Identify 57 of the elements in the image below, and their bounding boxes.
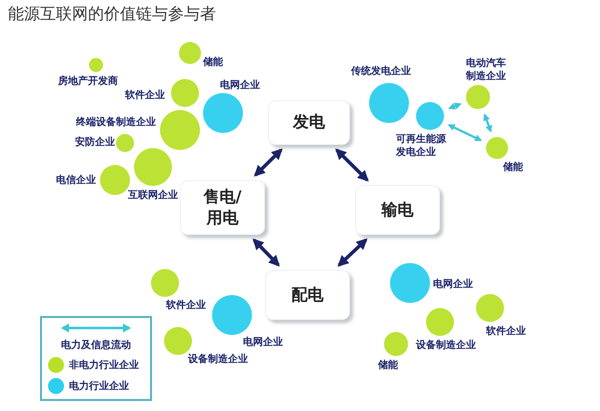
company-label: 软件企业 (486, 326, 526, 338)
company-circle (476, 294, 504, 322)
company-circle (151, 269, 179, 297)
company-circle (160, 110, 200, 150)
company-circle (486, 137, 508, 159)
company-label: 储能 (503, 162, 523, 174)
company-circle (164, 327, 192, 355)
company-label: 软件企业 (166, 300, 206, 312)
company-label: 电网企业 (220, 80, 260, 92)
company-label: 储能 (378, 360, 398, 372)
company-label: 设备制造企业 (416, 340, 476, 352)
stage-box (265, 270, 350, 320)
stage-box (268, 100, 350, 145)
company-label: 电网企业 (243, 337, 283, 350)
double-arrow (448, 124, 482, 142)
company-label: 终端设备制造企业 (76, 117, 156, 130)
stage-label: 输电 (382, 200, 414, 220)
company-label: 传统发电企业 (351, 66, 411, 78)
stage-box (180, 180, 265, 235)
company-circle (100, 165, 130, 195)
double-arrow (448, 102, 462, 110)
legend-label: 电力及信息流动 (61, 338, 131, 352)
company-circle (134, 148, 172, 186)
double-arrow (337, 238, 368, 267)
company-circle (390, 263, 430, 303)
stage-box (355, 185, 440, 235)
company-label: 设备制造企业 (188, 354, 248, 366)
company-circle (369, 83, 409, 123)
diagram-title: 能源互联网的价值链与参与者 (8, 4, 216, 25)
company-label: 电信企业 (56, 175, 96, 188)
company-label: 互联网企业 (128, 190, 178, 202)
company-circle (212, 295, 252, 335)
company-label: 电动汽车制造企业 (466, 58, 507, 83)
stage-label: 发电 (293, 112, 325, 133)
company-circle (426, 308, 454, 336)
company-circle (116, 134, 134, 152)
stage-label: 售电/用电 (202, 186, 242, 228)
company-label: 房地产开发商 (58, 76, 118, 88)
double-arrow (252, 238, 280, 267)
company-circle (203, 93, 243, 133)
company-label: 可再生能源发电企业 (396, 134, 447, 159)
company-circle (466, 85, 490, 109)
double-arrow (335, 148, 369, 182)
double-arrow (254, 148, 283, 177)
company-circle (171, 79, 199, 107)
company-label: 储能 (203, 57, 223, 70)
company-circle (89, 58, 103, 72)
legend-label: 电力行业企业 (69, 380, 129, 393)
company-label: 软件企业 (125, 90, 165, 102)
company-label: 电网企业 (433, 279, 473, 292)
double-arrow (483, 113, 492, 132)
company-label: 安防企业 (75, 137, 115, 150)
legend-label: 非电力行业企业 (69, 358, 139, 372)
company-circle (384, 332, 408, 356)
stage-label: 配电 (292, 284, 324, 306)
company-circle (179, 42, 201, 64)
company-circle (416, 102, 444, 130)
